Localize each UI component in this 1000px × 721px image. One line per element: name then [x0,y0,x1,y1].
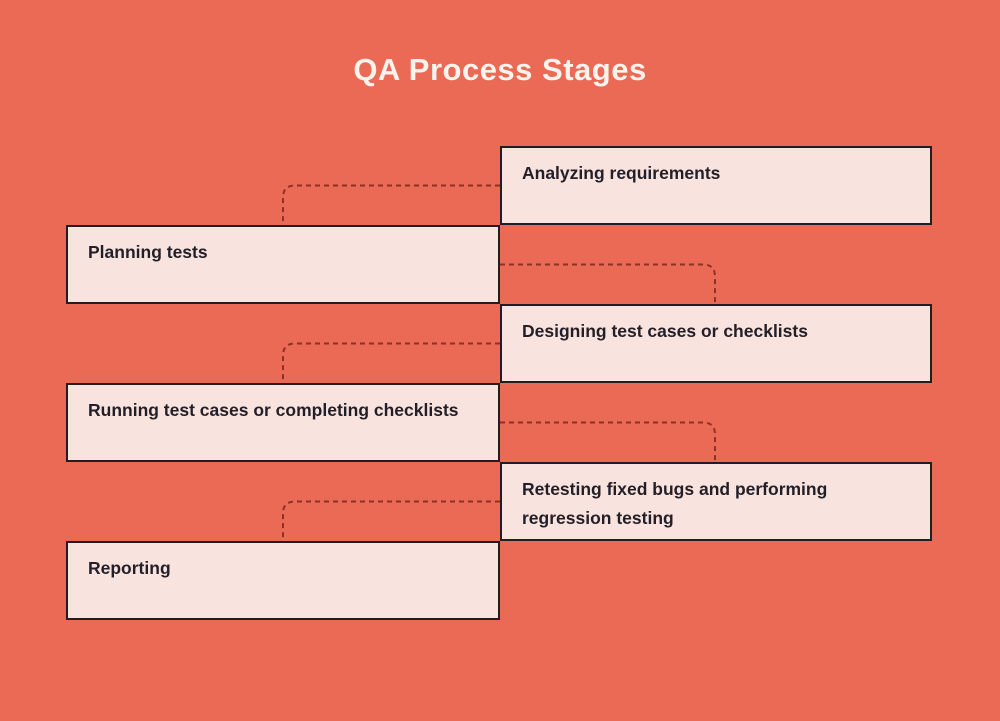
connector-planning-to-designing [500,263,716,304]
stage-node-reporting[interactable]: Reporting [66,541,500,620]
connector-analyzing-to-planning [282,184,500,225]
connector-designing-to-running [282,342,500,383]
stage-node-running-test-cases[interactable]: Running test cases or completing checkli… [66,383,500,462]
stage-label: Analyzing requirements [522,163,721,183]
stage-node-retesting-fixed-bugs[interactable]: Retesting fixed bugs and performing regr… [500,462,932,541]
stage-label: Retesting fixed bugs and performing regr… [522,479,828,528]
stage-node-analyzing-requirements[interactable]: Analyzing requirements [500,146,932,225]
stage-label: Planning tests [88,242,208,262]
stage-label: Designing test cases or checklists [522,321,808,341]
connector-retesting-to-reporting [282,500,500,541]
stage-node-planning-tests[interactable]: Planning tests [66,225,500,304]
connector-running-to-retesting [500,421,716,462]
stage-label: Reporting [88,558,171,578]
stage-node-designing-test-cases[interactable]: Designing test cases or checklists [500,304,932,383]
stage-label: Running test cases or completing checkli… [88,400,459,420]
diagram-title: QA Process Stages [353,52,647,87]
